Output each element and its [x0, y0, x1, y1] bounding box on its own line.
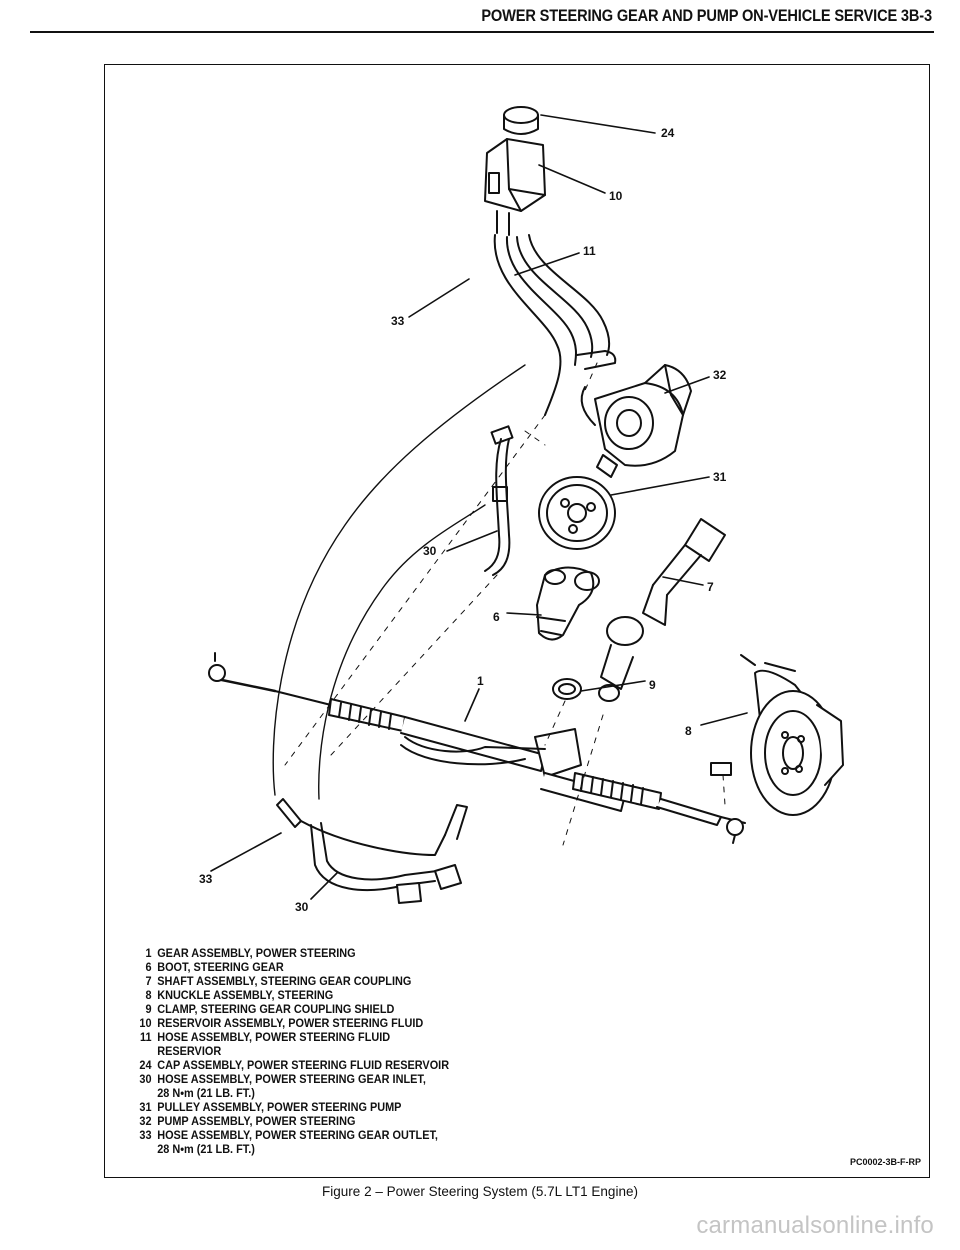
legend-item-number: 6	[145, 961, 152, 974]
legend-item-text: KNUCKLE ASSEMBLY, STEERING	[157, 989, 334, 1002]
inlet-hose-upper	[484, 425, 514, 576]
legend-item: 1 GEAR ASSEMBLY, POWER STEERING	[129, 947, 655, 961]
steering-pump	[580, 364, 692, 478]
callout-6: 6	[493, 610, 500, 624]
legend-item: 7 SHAFT ASSEMBLY, STEERING GEAR COUPLING	[129, 975, 655, 989]
legend-item-text: HOSE ASSEMBLY, POWER STEERING FLUID RESE…	[157, 1031, 391, 1058]
legend-item-number: 10	[139, 1017, 152, 1030]
callout-30-upper: 30	[423, 544, 437, 558]
legend-item-text: HOSE ASSEMBLY, POWER STEERING GEAR INLET…	[157, 1073, 426, 1100]
legend-item: 9 CLAMP, STEERING GEAR COUPLING SHIELD	[129, 1003, 655, 1017]
legend-item: 32 PUMP ASSEMBLY, POWER STEERING	[129, 1115, 655, 1129]
callout-33-upper: 33	[391, 314, 405, 328]
legend-item: 10 RESERVOIR ASSEMBLY, POWER STEERING FLU…	[129, 1017, 655, 1031]
callout-8: 8	[685, 724, 692, 738]
legend-item-text: BOOT, STEERING GEAR	[157, 961, 284, 974]
header-rule	[30, 31, 934, 33]
callout-leaders	[210, 114, 748, 900]
coupling-clamp	[552, 678, 582, 700]
legend-item: 11 HOSE ASSEMBLY, POWER STEERING FLUID RE…	[129, 1031, 655, 1059]
legend-item-number: 30	[139, 1073, 152, 1086]
callout-33-lower: 33	[199, 872, 213, 886]
legend-item-number: 33	[139, 1129, 152, 1142]
steering-knuckle	[710, 654, 844, 816]
legend-item: 33 HOSE ASSEMBLY, POWER STEERING GEAR OUT…	[129, 1129, 655, 1157]
coupling-shaft	[598, 518, 726, 702]
callout-7: 7	[707, 580, 714, 594]
legend-item: 6 BOOT, STEERING GEAR	[129, 961, 655, 975]
legend-item-text: RESERVOIR ASSEMBLY, POWER STEERING FLUID	[157, 1017, 424, 1030]
callout-10: 10	[609, 189, 623, 203]
parts-legend: 1 GEAR ASSEMBLY, POWER STEERING 6 BOOT, STE…	[129, 947, 655, 1157]
reservoir-hoses	[493, 234, 617, 416]
fluid-reservoir	[484, 138, 546, 236]
power-steering-diagram: 24 10 11 33 32 31 30 7 6 1 9 8 33 30	[199, 106, 844, 914]
steering-gear	[208, 652, 746, 844]
legend-item-text: CAP ASSEMBLY, POWER STEERING FLUID RESER…	[157, 1059, 450, 1072]
callout-labels: 24 10 11 33 32 31 30 7 6 1 9 8 33 30	[199, 126, 727, 914]
legend-item-number: 1	[145, 947, 152, 960]
callout-31: 31	[713, 470, 727, 484]
legend-item-text: PULLEY ASSEMBLY, POWER STEERING PUMP	[157, 1101, 402, 1114]
steering-boot	[536, 566, 600, 641]
legend-item-number: 32	[139, 1115, 152, 1128]
legend-item-number: 11	[140, 1031, 152, 1044]
figure-caption: Figure 2 – Power Steering System (5.7L L…	[322, 1184, 638, 1199]
pump-pulley	[538, 476, 616, 550]
callout-32: 32	[713, 368, 727, 382]
legend-item: 8 KNUCKLE ASSEMBLY, STEERING	[129, 989, 655, 1003]
callout-9: 9	[649, 678, 656, 692]
legend-item-number: 7	[145, 975, 152, 988]
legend-item: 30 HOSE ASSEMBLY, POWER STEERING GEAR INL…	[129, 1073, 655, 1101]
legend-item-number: 31	[139, 1101, 152, 1114]
legend-item-number: 9	[145, 1003, 152, 1016]
callout-24: 24	[661, 126, 675, 140]
assembly-guide-lines	[284, 362, 726, 846]
legend-item-text: GEAR ASSEMBLY, POWER STEERING	[157, 947, 356, 960]
legend-item: 24 CAP ASSEMBLY, POWER STEERING FLUID RES…	[129, 1059, 655, 1073]
legend-item-number: 24	[139, 1059, 152, 1072]
figure-code: PC0002-3B-F-RP	[849, 1157, 921, 1167]
callout-11: 11	[583, 244, 596, 258]
legend-item-number: 8	[145, 989, 152, 1002]
legend-item: 31 PULLEY ASSEMBLY, POWER STEERING PUMP	[129, 1101, 655, 1115]
legend-item-text: SHAFT ASSEMBLY, STEERING GEAR COUPLING	[157, 975, 412, 988]
gear-lower-hoses	[272, 364, 526, 904]
legend-item-text: HOSE ASSEMBLY, POWER STEERING GEAR OUTLE…	[157, 1129, 438, 1156]
reservoir-cap	[503, 106, 539, 135]
callout-30-lower: 30	[295, 900, 309, 914]
watermark: carmanualsonline.info	[696, 1212, 934, 1239]
page-header-title: POWER STEERING GEAR AND PUMP ON-VEHICLE …	[481, 6, 932, 25]
legend-item-text: PUMP ASSEMBLY, POWER STEERING	[157, 1115, 356, 1128]
callout-1: 1	[477, 674, 484, 688]
legend-item-text: CLAMP, STEERING GEAR COUPLING SHIELD	[157, 1003, 395, 1016]
